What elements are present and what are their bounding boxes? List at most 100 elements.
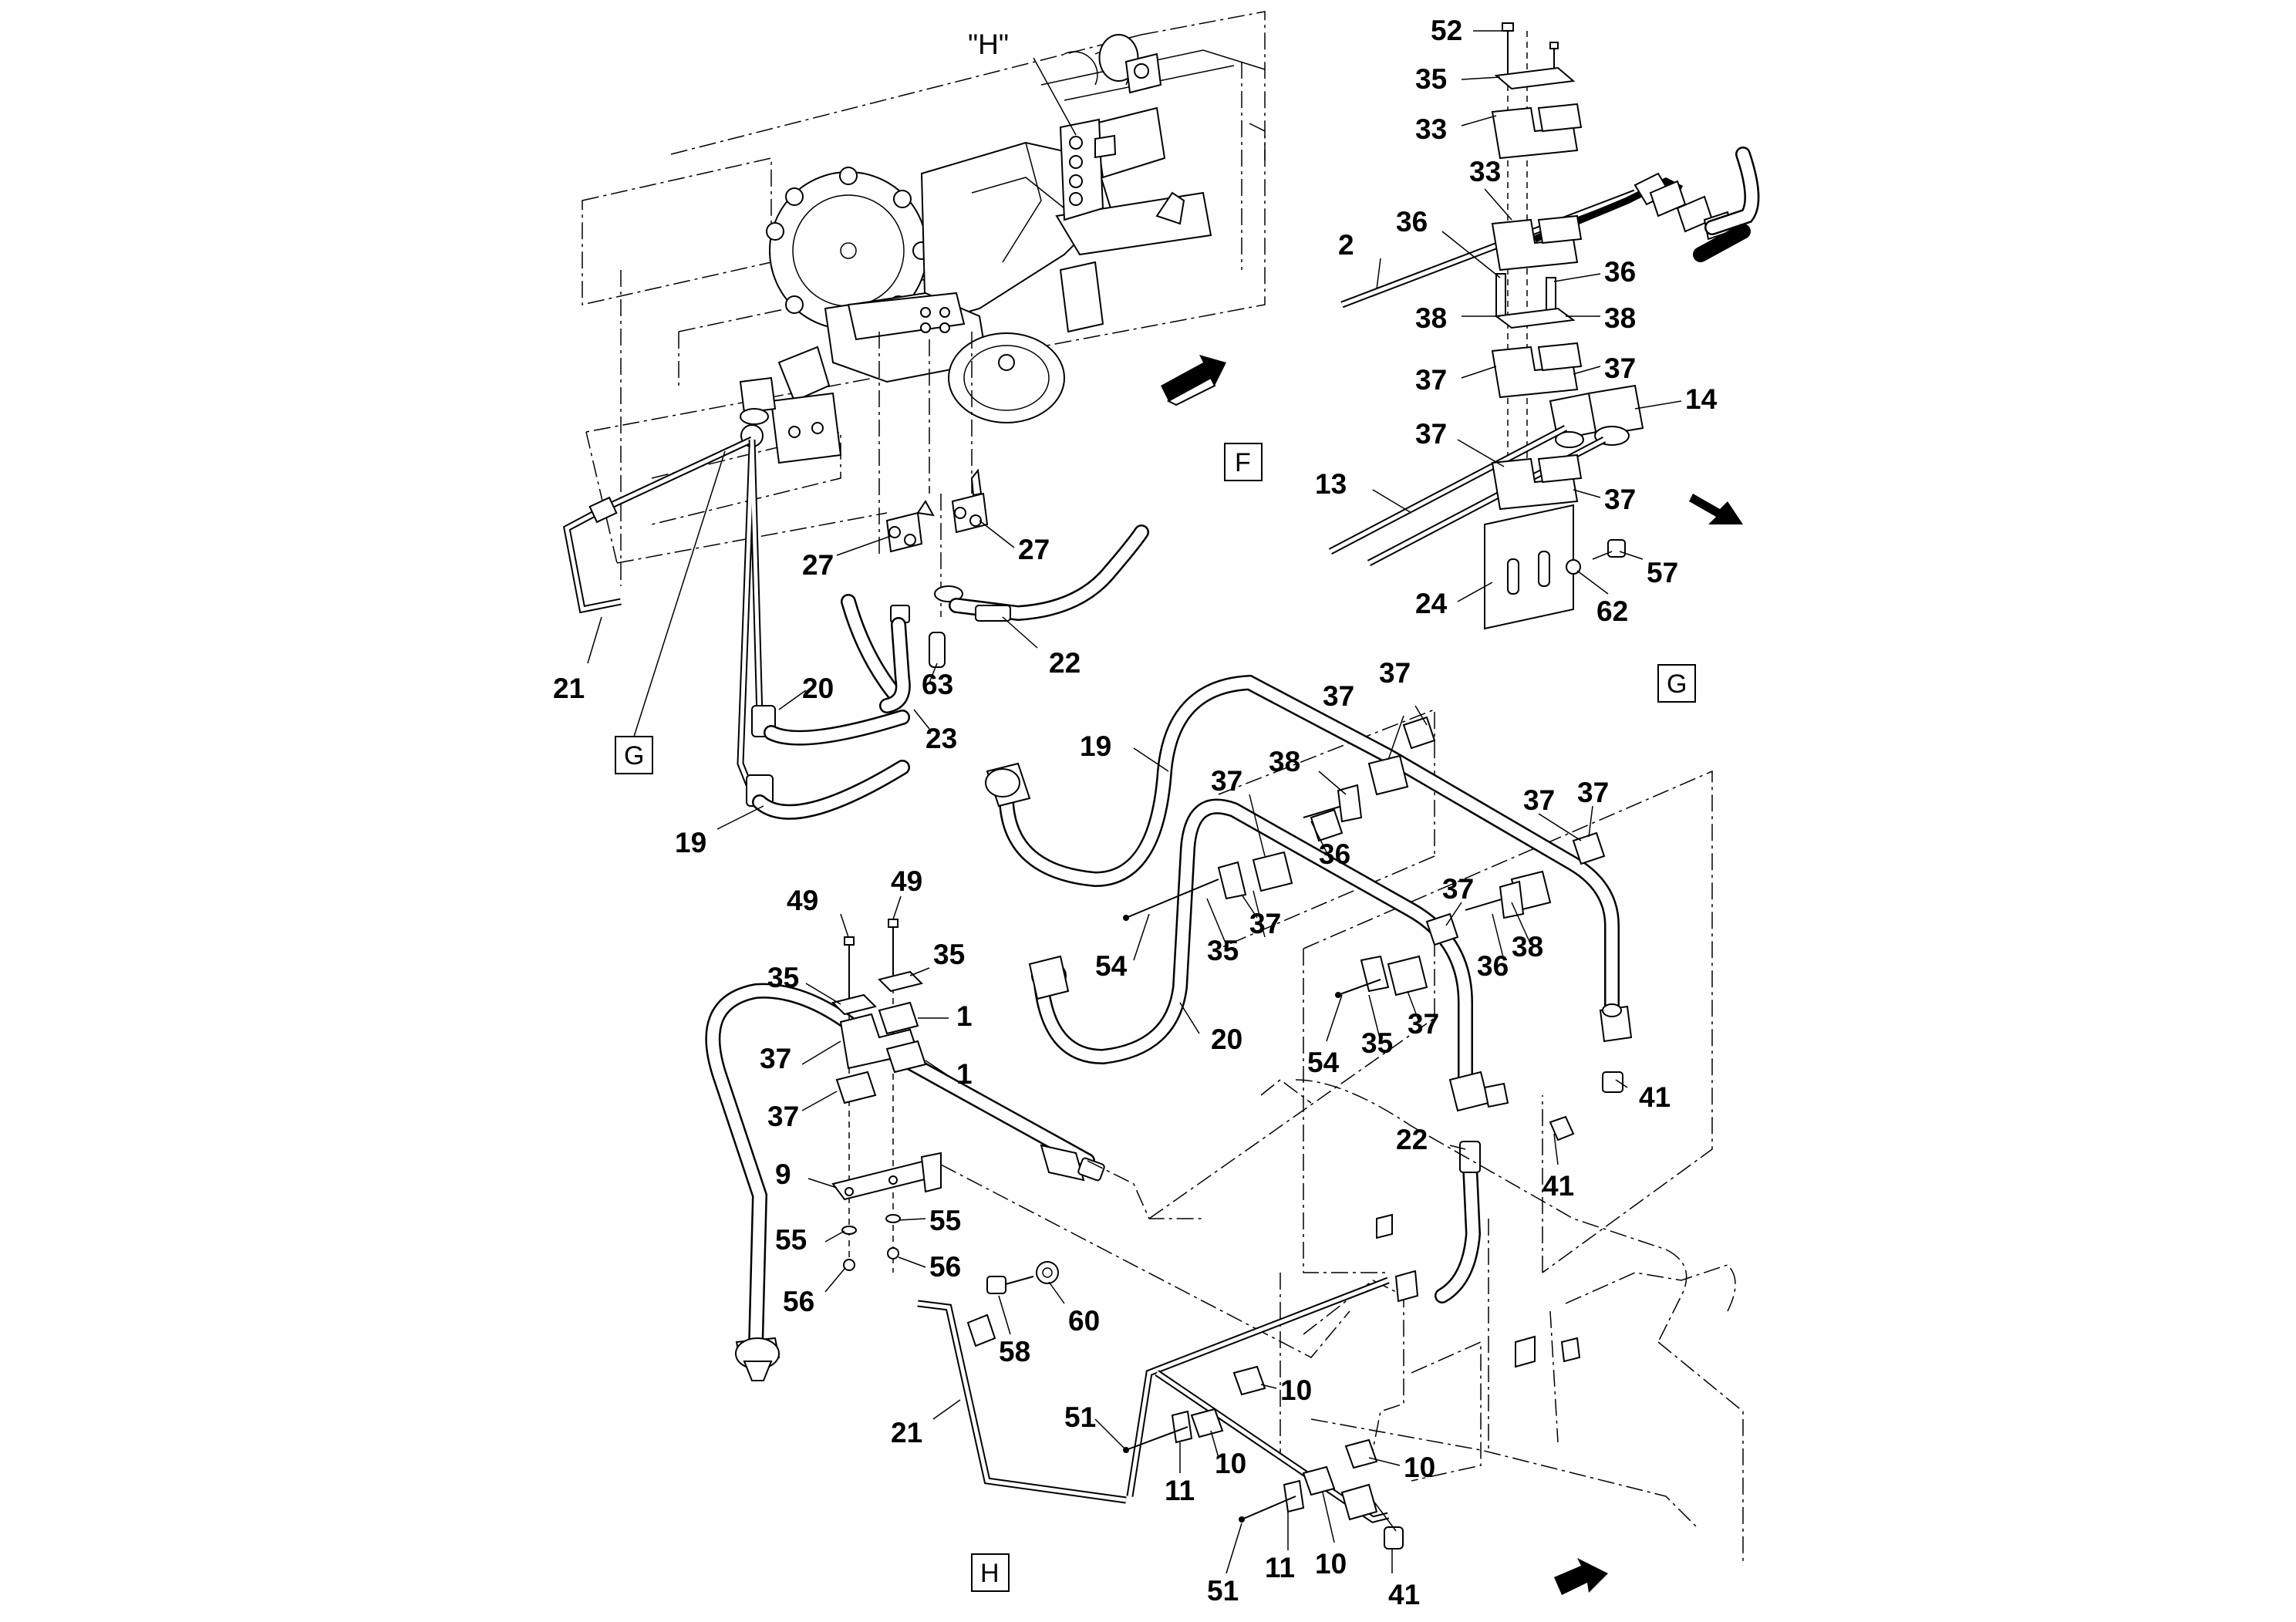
callout-60: 60 [1068, 1305, 1100, 1337]
view-h-label: "H" [968, 29, 1077, 136]
callout-37b: 37 [1604, 352, 1636, 384]
callout-41-b: 41 [1388, 1579, 1420, 1610]
callout-36b: 36 [1604, 256, 1636, 288]
callout-1b: 1 [956, 1058, 973, 1090]
callout-1a: 1 [956, 1000, 973, 1032]
callout-19: 19 [675, 827, 706, 858]
callout-37-h2: 37 [1379, 657, 1411, 689]
axle-frame-view [582, 11, 1266, 586]
callout-58: 58 [999, 1336, 1030, 1367]
callout-51a: 51 [1064, 1401, 1096, 1433]
callout-52: 52 [1431, 15, 1462, 46]
callout-11b: 11 [1265, 1552, 1295, 1583]
callout-36a: 36 [1396, 206, 1428, 238]
callout-38-h2: 38 [1512, 931, 1543, 963]
callout-20-h: 20 [1211, 1023, 1242, 1055]
callout-19-h: 19 [1080, 730, 1111, 762]
callout-27b: 27 [1018, 534, 1050, 565]
callout-41-h1: 41 [1639, 1081, 1671, 1113]
callout-37-h7: 37 [1442, 873, 1474, 905]
callout-51b: 51 [1207, 1575, 1239, 1607]
callout-10d: 10 [1315, 1548, 1347, 1580]
callout-23: 23 [925, 723, 957, 754]
callout-37d: 37 [1604, 484, 1636, 515]
callouts-bottom: 21 51 11 10 10 10 51 11 10 41 [891, 1374, 1435, 1610]
view-g-tag-top: G [1657, 664, 1696, 703]
callouts-hose-view: 37 37 19 38 37 37 36 37 37 37 54 35 37 3… [1080, 657, 1671, 1202]
manifold-block [1059, 118, 1104, 221]
callout-22-h: 22 [1396, 1124, 1428, 1155]
view-g-tag-left: G [615, 450, 726, 774]
callout-33a: 33 [1415, 113, 1447, 145]
callout-21-b: 21 [891, 1417, 922, 1448]
callout-55a: 55 [775, 1224, 807, 1256]
brake-pipes-top [562, 332, 1149, 820]
callout-22: 22 [1049, 647, 1081, 679]
view-h-title: "H" [968, 29, 1009, 60]
callout-38b: 38 [1604, 302, 1636, 334]
callout-37-h5: 37 [1523, 784, 1555, 816]
callout-21: 21 [553, 673, 585, 704]
callout-35-h2: 35 [1361, 1027, 1393, 1059]
callout-37a: 37 [1415, 364, 1447, 396]
callout-54-h2: 54 [1307, 1047, 1340, 1078]
callout-37-l1: 37 [760, 1043, 791, 1074]
callout-37-h6: 37 [1577, 777, 1609, 808]
callout-11a: 11 [1165, 1475, 1195, 1506]
callout-36-h2: 36 [1477, 950, 1509, 982]
callout-33b: 33 [1469, 156, 1501, 187]
callout-63: 63 [922, 669, 953, 700]
svg-text:G: G [1667, 669, 1687, 699]
svg-text:F: F [1235, 448, 1251, 477]
callout-37-h3: 37 [1211, 765, 1242, 797]
callout-37-h8: 37 [1249, 908, 1281, 939]
callout-37-l2: 37 [767, 1101, 799, 1132]
callout-24: 24 [1415, 588, 1448, 619]
callout-35-l1: 35 [767, 962, 799, 993]
callout-27a: 27 [802, 549, 834, 581]
callout-35-l2: 35 [933, 939, 965, 970]
svg-text:G: G [624, 741, 644, 771]
callout-49a: 49 [787, 885, 818, 916]
view-f-tag: F [1224, 443, 1263, 481]
tee-fitting-27-left [885, 500, 935, 553]
clamp-assembly-left [705, 919, 1350, 1381]
callout-56b: 56 [929, 1251, 961, 1283]
callout-37-h9: 37 [1408, 1008, 1439, 1040]
callout-37-h1: 37 [1323, 680, 1354, 712]
callout-56a: 56 [783, 1286, 814, 1317]
callouts-g-view: 52 35 33 33 2 36 36 38 38 37 37 14 37 13… [1315, 15, 1718, 627]
callout-57: 57 [1647, 557, 1678, 588]
callout-38a: 38 [1415, 302, 1447, 334]
callout-54-h1: 54 [1095, 950, 1128, 982]
callouts-top-left: 21 20 19 27 27 63 22 23 [553, 534, 1081, 858]
tee-fitting-27-right [951, 468, 989, 534]
callout-55b: 55 [929, 1205, 961, 1236]
svg-text:H: H [980, 1559, 1000, 1588]
callout-62: 62 [1596, 595, 1628, 627]
callout-9: 9 [775, 1158, 791, 1190]
callout-49b: 49 [891, 865, 922, 897]
direction-arrow-icon [1161, 355, 1226, 406]
callout-20: 20 [802, 673, 834, 704]
bottom-frame-view [917, 1079, 1744, 1595]
callout-37-h4: 37 [1249, 908, 1281, 939]
callout-13: 13 [1315, 468, 1347, 500]
callout-41-h2: 41 [1542, 1170, 1574, 1202]
view-h-tag-bottom: H [971, 1553, 1010, 1592]
callout-35-h1: 35 [1207, 935, 1239, 966]
leader-lines [587, 30, 1682, 1574]
callout-10b: 10 [1215, 1448, 1246, 1479]
clamp-detail-view [1328, 22, 1760, 630]
callouts-left-clamp: 49 49 35 35 1 37 1 37 9 55 55 56 56 58 6… [760, 865, 1100, 1367]
callout-14: 14 [1685, 383, 1718, 415]
callout-36-h1: 36 [1319, 838, 1350, 870]
callout-35: 35 [1415, 63, 1447, 95]
callout-10a: 10 [1280, 1374, 1312, 1406]
callout-2: 2 [1338, 229, 1354, 261]
callout-37c: 37 [1415, 418, 1447, 450]
callout-38-h1: 38 [1269, 746, 1300, 777]
callout-10c: 10 [1404, 1452, 1435, 1483]
hose-routing-view [985, 674, 1713, 1303]
